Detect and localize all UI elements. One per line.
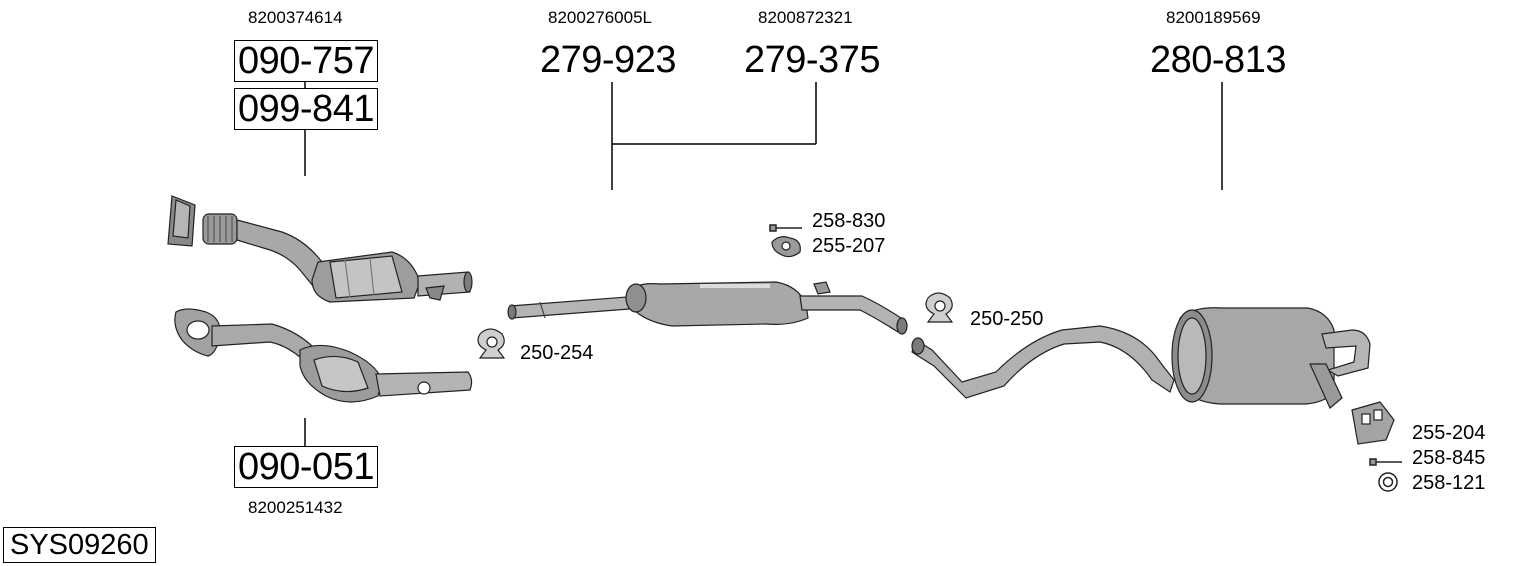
hardware-label-clamp-mid[interactable]: 250-250	[970, 308, 1044, 330]
bolt-icon	[1369, 458, 1402, 466]
oe-number-front-lower: 8200251432	[248, 498, 343, 517]
oe-number-middle-b: 8200872321	[758, 8, 853, 27]
clamp-icon	[925, 292, 954, 323]
hardware-label-clamp-front[interactable]: 250-254	[520, 342, 594, 364]
oe-number-middle-a: 8200276005L	[548, 8, 653, 27]
hardware-label-bolt-rear[interactable]: 258-845	[1412, 447, 1486, 469]
part-number-rear[interactable]: 280-813	[1150, 39, 1286, 81]
hanger-icon	[1351, 401, 1395, 445]
catalytic-converter-upper	[167, 195, 473, 303]
middle-silencer	[507, 281, 908, 335]
part-number-middle-a[interactable]: 279-923	[540, 39, 676, 81]
part-number-front-upper-1[interactable]: 090-757	[234, 40, 378, 82]
hardware-label-hanger-rear[interactable]: 255-204	[1412, 422, 1486, 444]
part-number-middle-b[interactable]: 279-375	[744, 39, 880, 81]
bolt-icon	[769, 224, 802, 232]
catalytic-converter-lower	[174, 308, 473, 403]
hanger-icon	[771, 236, 801, 258]
hardware-label-bolt-mid[interactable]: 258-830	[812, 210, 886, 232]
leader-lines	[304, 80, 1223, 446]
system-id: SYS09260	[3, 527, 156, 563]
oe-number-front-upper: 8200374614	[248, 8, 343, 27]
hardware-label-ring-rear[interactable]: 258-121	[1412, 472, 1486, 494]
hardware-label-hanger-mid[interactable]: 255-207	[812, 235, 886, 257]
part-number-front-upper-2[interactable]: 099-841	[234, 88, 378, 130]
clamp-icon	[477, 328, 506, 359]
part-number-front-lower[interactable]: 090-051	[234, 446, 378, 488]
rear-silencer	[911, 307, 1371, 409]
ring-icon	[1378, 472, 1398, 492]
oe-number-rear: 8200189569	[1166, 8, 1261, 27]
